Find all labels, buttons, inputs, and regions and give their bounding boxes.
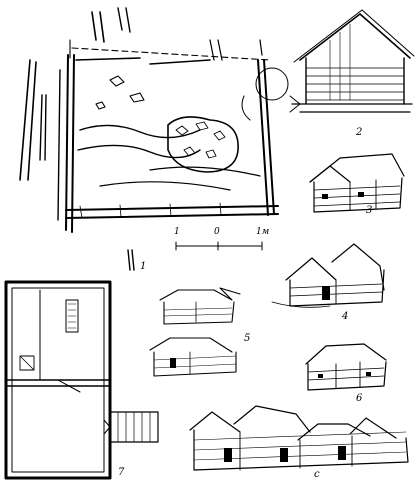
scale-label-right: 1м	[256, 227, 270, 237]
figure-label-7: 7	[118, 467, 125, 478]
excavation-plan-drawing	[19, 7, 289, 271]
floor-plan-drawing	[4, 280, 159, 480]
figure-label-4: 4	[342, 311, 349, 322]
figure-label-1: 1	[140, 261, 147, 272]
four-cabins-drawing	[189, 405, 409, 471]
cabin-row-three-drawing	[309, 153, 405, 213]
figure-label-3: 3	[366, 205, 373, 216]
scale-label-left: 1	[174, 227, 180, 237]
long-row-drawing	[305, 343, 387, 391]
figure-label-c: c	[314, 469, 320, 480]
scale-label-middle: 0	[214, 227, 220, 237]
figure-label-2: 2	[356, 127, 363, 138]
two-pairs-drawing	[149, 287, 241, 377]
reconstruction-cabin-drawing	[289, 9, 415, 113]
gabled-group-drawing	[271, 243, 385, 308]
figure-label-5: 5	[244, 333, 251, 344]
figure-label-6: 6	[356, 393, 363, 404]
